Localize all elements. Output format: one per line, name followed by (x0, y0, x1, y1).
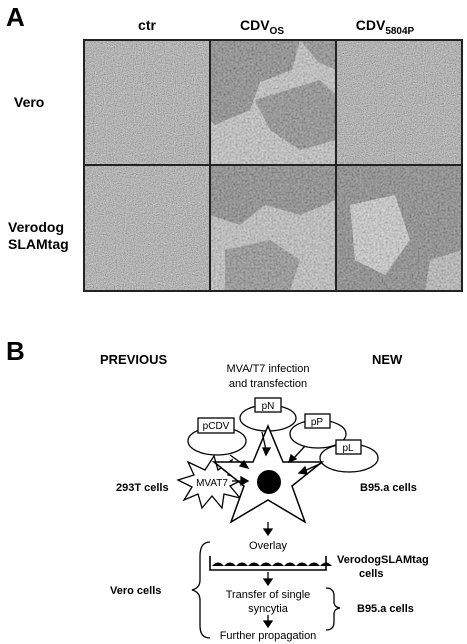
right-brace (325, 587, 341, 631)
row-label-slamtag: SLAMtag (8, 236, 69, 252)
cell-nucleus (257, 470, 281, 494)
column-header-cdv-os-sub: OS (270, 26, 285, 37)
plasmid-pcdv: pCDV (187, 417, 247, 456)
column-header-cdv-os-main: CDV (240, 17, 270, 33)
row-label-verodog: Verodog (8, 219, 64, 235)
micrograph-verodog-cdv-os (210, 165, 336, 291)
column-header-cdv-os: CDVOS (240, 17, 284, 37)
transfer-line-2: syncytia (248, 603, 289, 615)
micrograph-vero-ctr (84, 40, 210, 165)
infection-line-1: MVA/T7 infection (227, 363, 310, 375)
arrow-to-propagation (262, 615, 274, 629)
plasmid-pn-label: pN (262, 401, 275, 412)
mvat7-label: MVAT7 (196, 478, 228, 489)
plasmid-pp: pP (289, 413, 347, 449)
panel-b-letter: B (6, 336, 25, 366)
micrograph-verodog-cdv-5804p (336, 165, 462, 291)
left-brace (191, 541, 211, 639)
column-header-cdv-5804p-sub: 5804P (385, 26, 414, 37)
arrow-to-transfer (262, 572, 274, 587)
panel-a-letter: A (6, 2, 25, 32)
new-label: NEW (372, 352, 403, 367)
right-overlay-line-1: VerodogSLAMtag (337, 554, 429, 566)
micrograph-verodog-ctr (84, 165, 210, 291)
left-cells-vero: Vero cells (110, 585, 161, 597)
column-header-cdv-5804p: CDV5804P (356, 17, 415, 37)
overlay-label: Overlay (249, 540, 287, 552)
arrow-to-overlay (262, 522, 274, 537)
further-propagation-label: Further propagation (220, 630, 317, 642)
right-cells-b95a-top: B95.a cells (360, 482, 417, 494)
right-cells-b95a-bottom: B95.a cells (357, 603, 414, 615)
transfer-line-1: Transfer of single (226, 589, 311, 601)
plasmid-pl-label: pL (342, 443, 354, 454)
plasmid-pp-label: pP (311, 417, 324, 428)
infection-line-2: and transfection (229, 378, 307, 390)
column-header-cdv-5804p-main: CDV (356, 17, 386, 33)
left-cells-293t: 293T cells (116, 482, 169, 494)
culture-dish (209, 556, 332, 571)
infected-cell-star (211, 424, 325, 524)
row-label-vero: Vero (14, 94, 44, 110)
entry-arrows (229, 431, 323, 487)
plasmid-pl: pL (319, 439, 379, 473)
micrograph-grid-frame (83, 39, 463, 292)
plasmid-pcdv-label: pCDV (203, 421, 230, 432)
micrograph-vero-cdv-5804p (336, 40, 462, 165)
plasmid-pn: pN (239, 397, 297, 432)
column-header-ctr: ctr (138, 17, 156, 33)
previous-label: PREVIOUS (100, 352, 168, 367)
micrograph-vero-cdv-os (210, 40, 336, 165)
right-overlay-line-2: cells (359, 568, 383, 580)
